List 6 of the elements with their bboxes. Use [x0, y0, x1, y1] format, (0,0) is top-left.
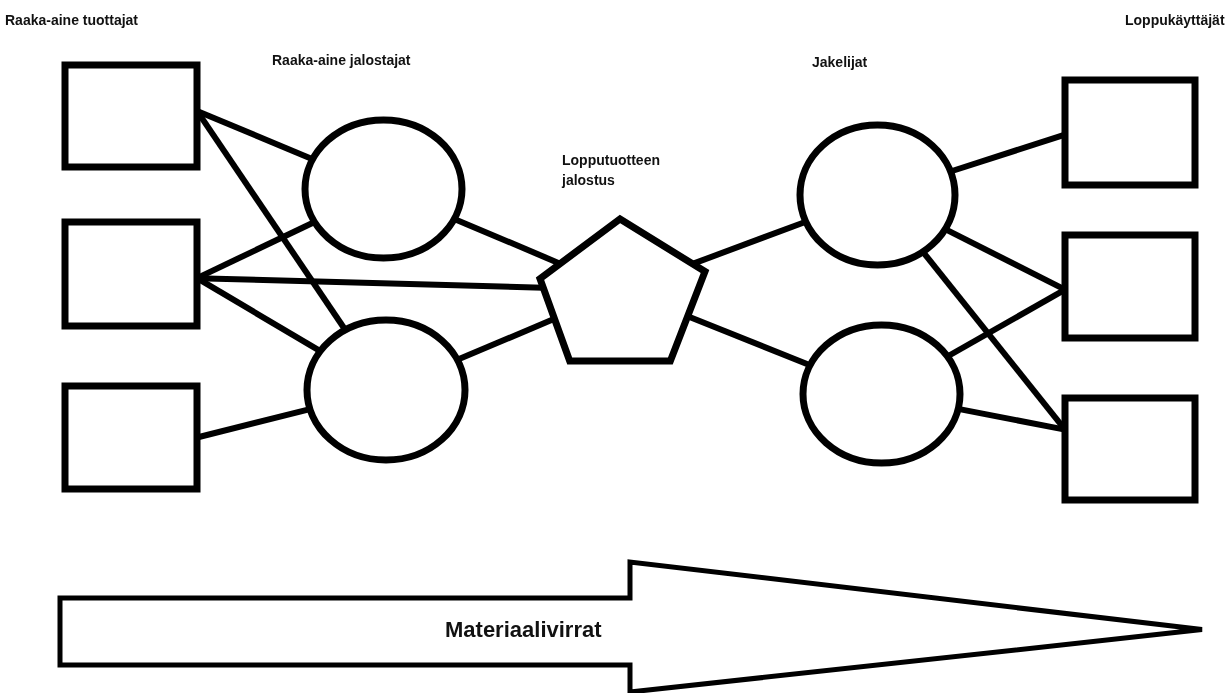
column-heading: Jakelijat — [812, 53, 868, 72]
column-heading: Loppukäyttäjät — [1125, 11, 1225, 30]
arrow-label: Materiaalivirrat — [445, 617, 602, 643]
column-heading: Raaka-aine tuottajat — [5, 11, 139, 30]
column-heading: Lopputuotteen jalostus — [562, 151, 661, 190]
column-heading: Raaka-aine jalostajat — [272, 51, 411, 70]
